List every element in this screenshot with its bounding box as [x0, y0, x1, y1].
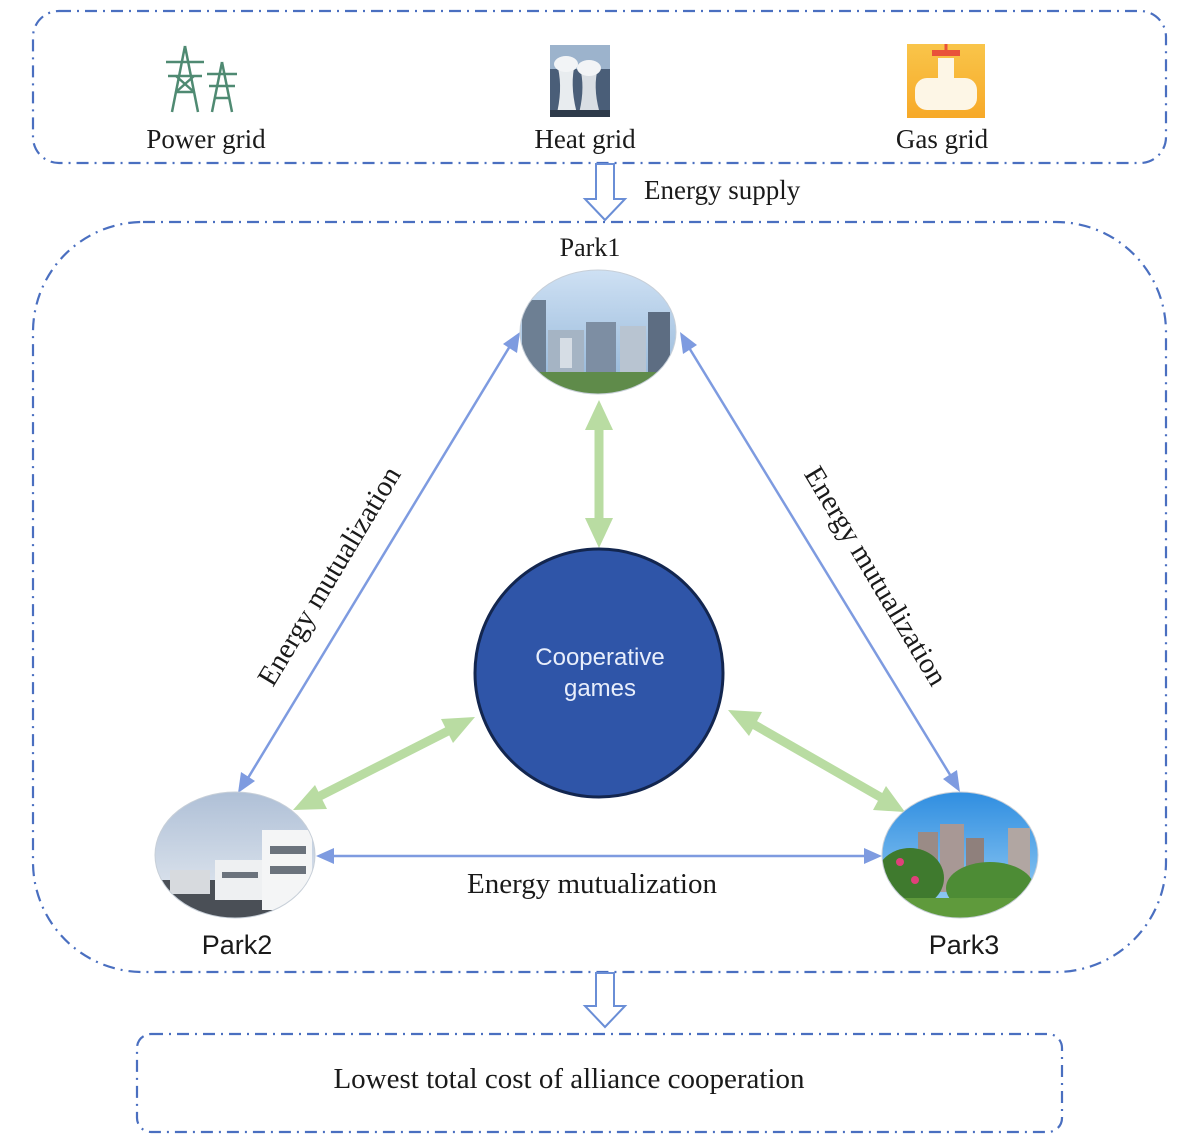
game-arrow-park1	[585, 400, 613, 548]
park2-label: Park2	[201, 930, 273, 960]
cooperative-games-label: Cooperative games	[475, 642, 725, 704]
result-label: Lowest total cost of alliance cooperatio…	[333, 1063, 805, 1095]
mutualization-arrow-left	[238, 332, 520, 793]
gas-grid-label: Gas grid	[895, 124, 989, 154]
mutualization-arrow-right	[680, 332, 960, 792]
energy-supply-label: Energy supply	[644, 175, 801, 205]
power-grid-label: Power grid	[146, 124, 266, 154]
mutualization-arrow-bottom	[316, 848, 882, 864]
energy-supply-arrow	[582, 163, 628, 222]
cooling-tower-icon	[550, 45, 610, 117]
cooperative-games-node	[473, 547, 725, 799]
center-line-2: games	[563, 675, 637, 702]
mutualization-label-bottom: Energy mutualization	[467, 868, 717, 900]
power-tower-icon	[166, 45, 237, 113]
game-arrow-park3	[728, 710, 905, 812]
gas-tank-icon	[907, 44, 985, 118]
center-line-1: Cooperative	[535, 644, 665, 671]
game-arrow-park2	[293, 717, 475, 810]
result-box	[135, 1032, 1064, 1134]
heat-grid-label: Heat grid	[534, 124, 636, 154]
park3-label: Park3	[928, 930, 1000, 960]
park1-label: Park1	[559, 233, 621, 262]
result-arrow	[582, 972, 628, 1029]
city-buildings-photo	[520, 270, 676, 394]
modern-buildings-photo	[155, 792, 315, 918]
